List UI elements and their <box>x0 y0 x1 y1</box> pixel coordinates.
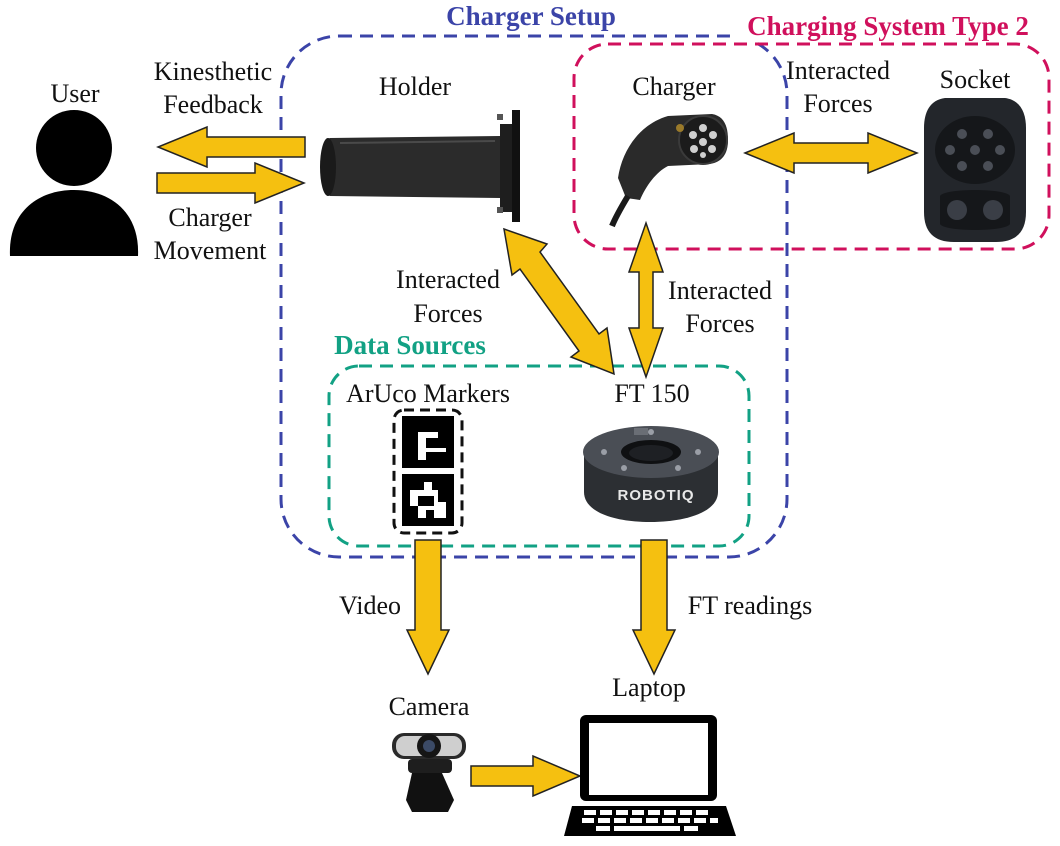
kinesthetic-label-1: Kinesthetic <box>154 57 272 86</box>
user-label: User <box>50 79 99 108</box>
holder-icon <box>320 110 520 222</box>
movement-label-2: Movement <box>154 236 267 265</box>
camera-label: Camera <box>389 692 470 721</box>
ft-readings-arrow <box>631 539 677 676</box>
aruco-label: ArUco Markers <box>346 379 510 408</box>
video-arrow <box>405 539 451 676</box>
kinesthetic-feedback-arrow <box>156 125 306 169</box>
laptop-icon <box>564 715 736 836</box>
holder-ft150-arrow <box>503 227 615 376</box>
holder-label: Holder <box>379 72 452 101</box>
interacted-top-label-2: Forces <box>803 89 872 118</box>
robotiq-logo: ROBOTIQ <box>618 487 695 504</box>
interacted-left-label-2: Forces <box>413 299 482 328</box>
charging-system-group <box>572 42 1051 251</box>
charger-plug-icon <box>609 114 728 228</box>
interacted-right-label-1: Interacted <box>668 276 772 305</box>
charger-setup-group <box>279 34 789 559</box>
user-icon <box>9 110 139 256</box>
kinesthetic-label-2: Feedback <box>163 90 263 119</box>
socket-label: Socket <box>940 65 1012 94</box>
socket-icon <box>924 98 1026 242</box>
camera-icon <box>392 733 466 812</box>
data-sources-group <box>327 364 751 548</box>
charger-label: Charger <box>632 72 716 101</box>
camera-laptop-arrow <box>470 754 582 798</box>
ft-readings-label: FT readings <box>688 591 812 620</box>
charging-system-title: Charging System Type 2 <box>747 11 1029 41</box>
charger-ft150-arrow <box>627 220 665 380</box>
laptop-label: Laptop <box>612 673 686 702</box>
aruco-markers-icon <box>392 408 464 535</box>
video-label: Video <box>339 591 401 620</box>
interacted-top-label-1: Interacted <box>786 56 890 85</box>
charger-socket-arrow <box>743 131 919 175</box>
charger-movement-arrow <box>156 161 306 205</box>
movement-label-1: Charger <box>168 203 252 232</box>
charger-setup-title: Charger Setup <box>446 1 616 31</box>
interacted-left-label-1: Interacted <box>396 265 500 294</box>
data-sources-title: Data Sources <box>334 330 486 360</box>
ft150-label: FT 150 <box>614 379 689 408</box>
ft150-sensor-icon <box>583 426 719 522</box>
interacted-right-label-2: Forces <box>685 309 754 338</box>
